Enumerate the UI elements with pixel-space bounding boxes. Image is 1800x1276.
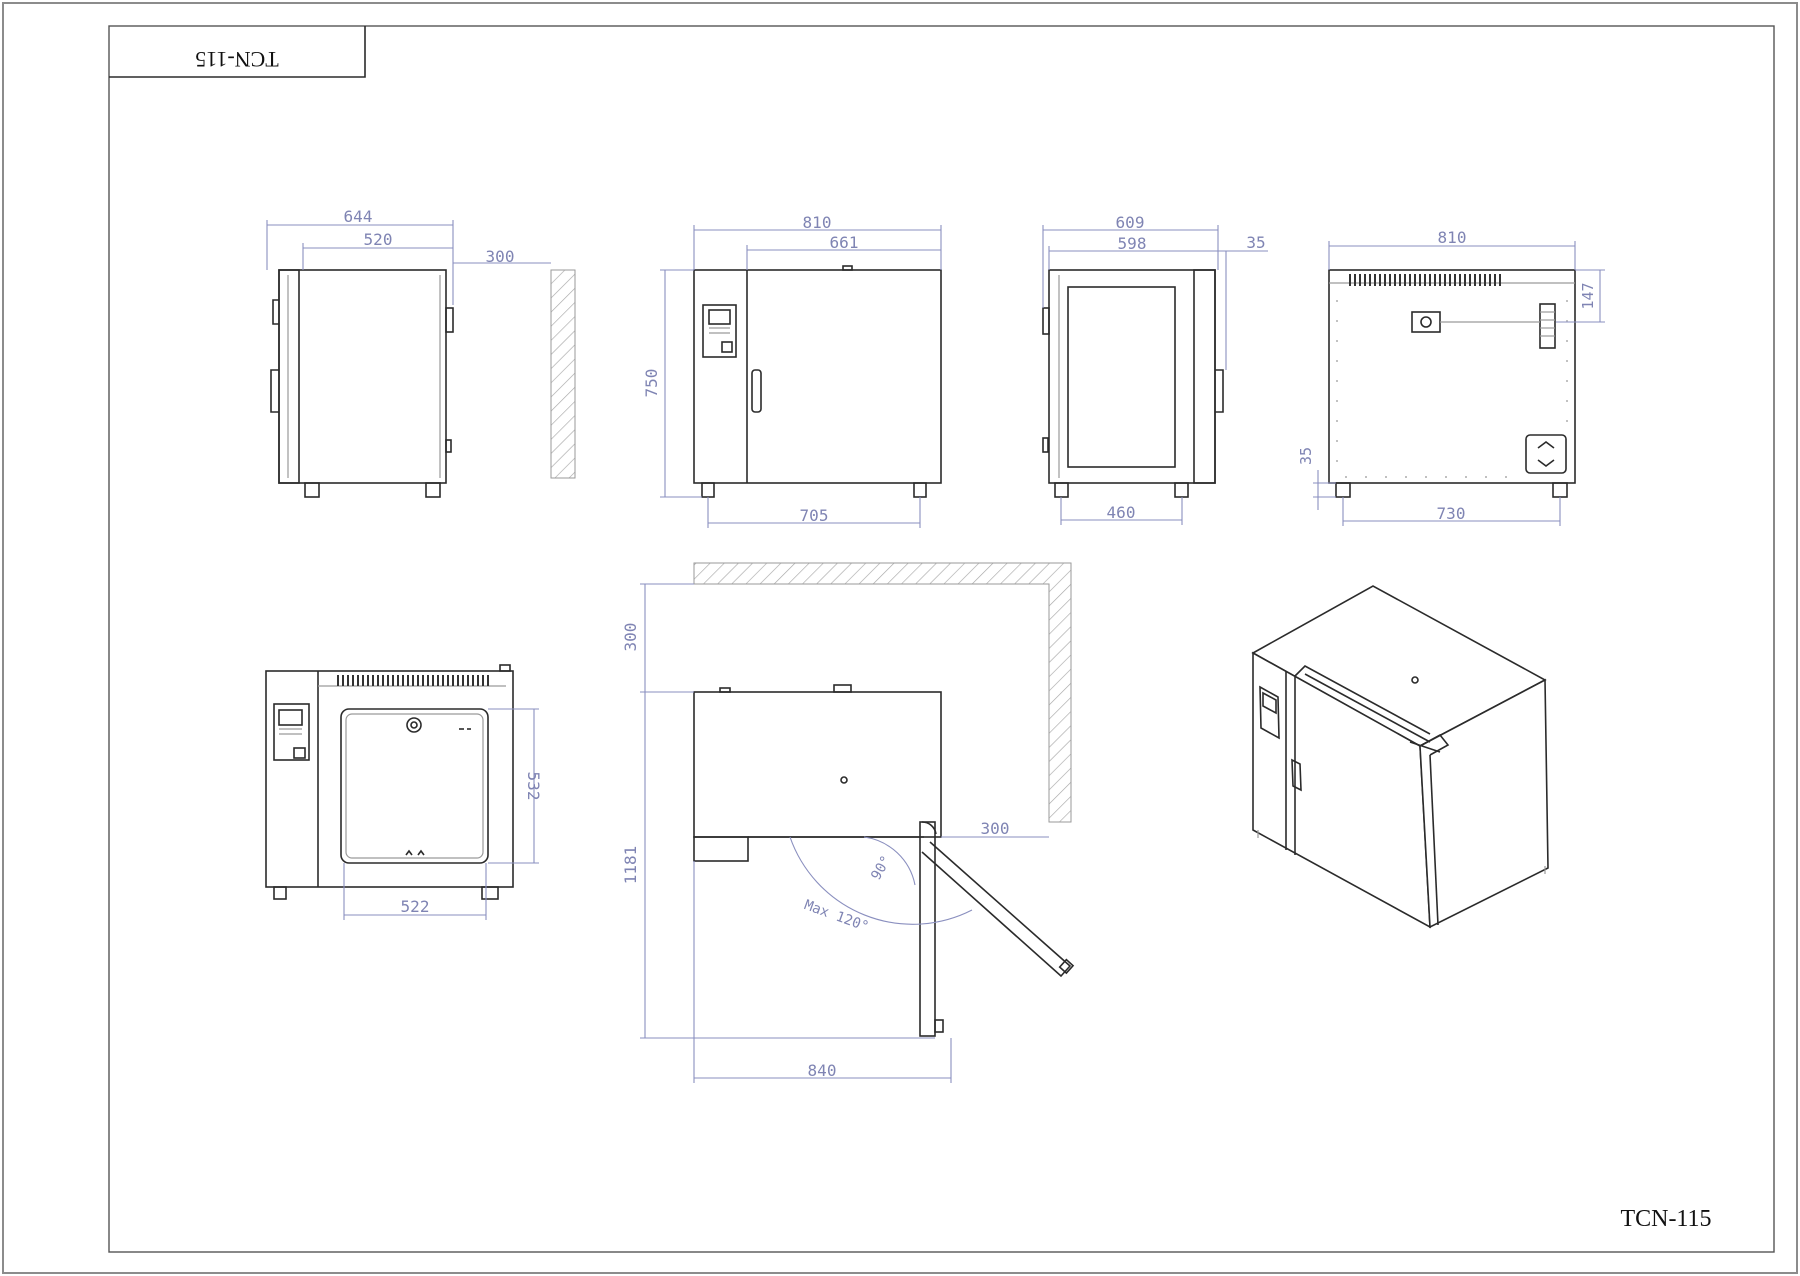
side-view-2: 609 598 35 460 [1042,213,1268,525]
dim-661: 661 [830,233,859,252]
dim-460: 460 [1107,503,1136,522]
dim-522: 522 [401,897,430,916]
dim-1181: 1181 [621,846,640,885]
dim-147: 147 [1579,282,1597,309]
dim-300-top: 300 [621,623,640,652]
side-view: 644 520 300 [266,207,576,498]
angle-max-120: Max 120° [802,897,871,935]
dim-598: 598 [1118,234,1147,253]
sheet-inner-border [108,25,1775,1253]
angle-90: 90° [868,853,895,883]
title-label-mirrored: TCN-115 [195,47,279,72]
dim-35-rear: 35 [1297,447,1315,465]
rear-view: 810 147 35 730 [1297,228,1605,526]
dim-35-side: 35 [1246,233,1265,252]
dim-705: 705 [800,506,829,525]
isometric-view [1251,585,1549,929]
dim-810-rear: 810 [1438,228,1467,247]
dim-730: 730 [1437,504,1466,523]
dim-300-side: 300 [486,247,515,266]
dim-532: 532 [524,772,543,801]
title-box: TCN-115 [109,26,366,78]
dim-750: 750 [642,369,661,398]
dim-840: 840 [808,1061,837,1080]
top-view: 90° Max 120° 300 1181 300 840 [621,562,1075,1083]
front-view: 810 661 750 705 [642,213,942,528]
footer-model-label: TCN-115 [1620,1206,1711,1232]
dim-300-right: 300 [981,819,1010,838]
dim-810-front: 810 [803,213,832,232]
dim-520: 520 [364,230,393,249]
dim-644: 644 [344,207,373,226]
dim-609: 609 [1116,213,1145,232]
interior-view: 532 522 [265,664,543,920]
